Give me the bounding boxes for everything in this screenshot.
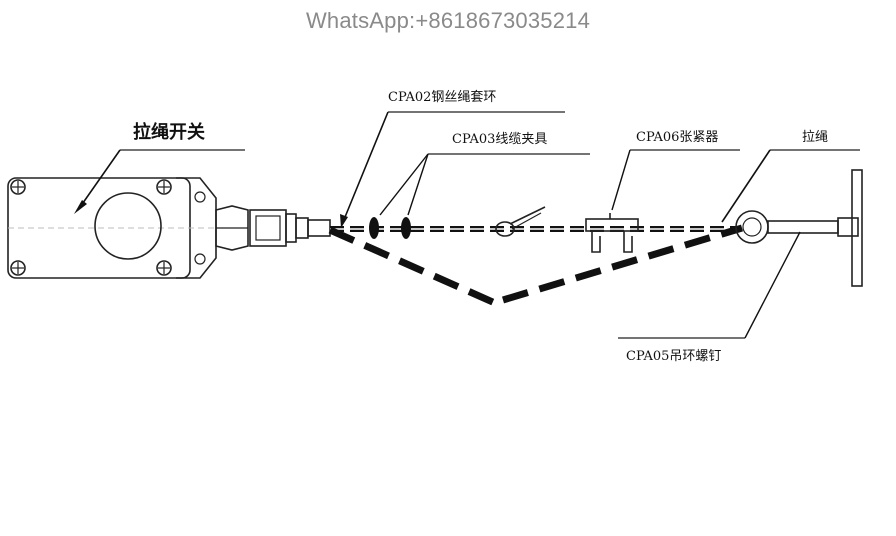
label-rope: 拉绳 [802, 130, 828, 145]
screw-icon [10, 179, 172, 276]
watermark-text: WhatsApp:+8618673035214 [305, 8, 591, 33]
label-thimble: CPA02钢丝绳套环 [388, 89, 496, 105]
spring-hook-icon [495, 206, 546, 237]
label-clamp: CPA03线缆夹具 [452, 131, 547, 147]
switch-body [7, 177, 331, 279]
tensioner-icon [585, 213, 639, 253]
label-switch: 拉绳开关 [133, 121, 205, 143]
pull-rope-slack [328, 224, 744, 307]
eye-bolt-icon [767, 169, 863, 287]
leader-lines [74, 111, 860, 339]
label-tensioner: CPA06张紧器 [636, 130, 718, 145]
label-eyebolt: CPA05吊环螺钉 [626, 349, 721, 364]
cable-clamp-icon [369, 217, 411, 239]
